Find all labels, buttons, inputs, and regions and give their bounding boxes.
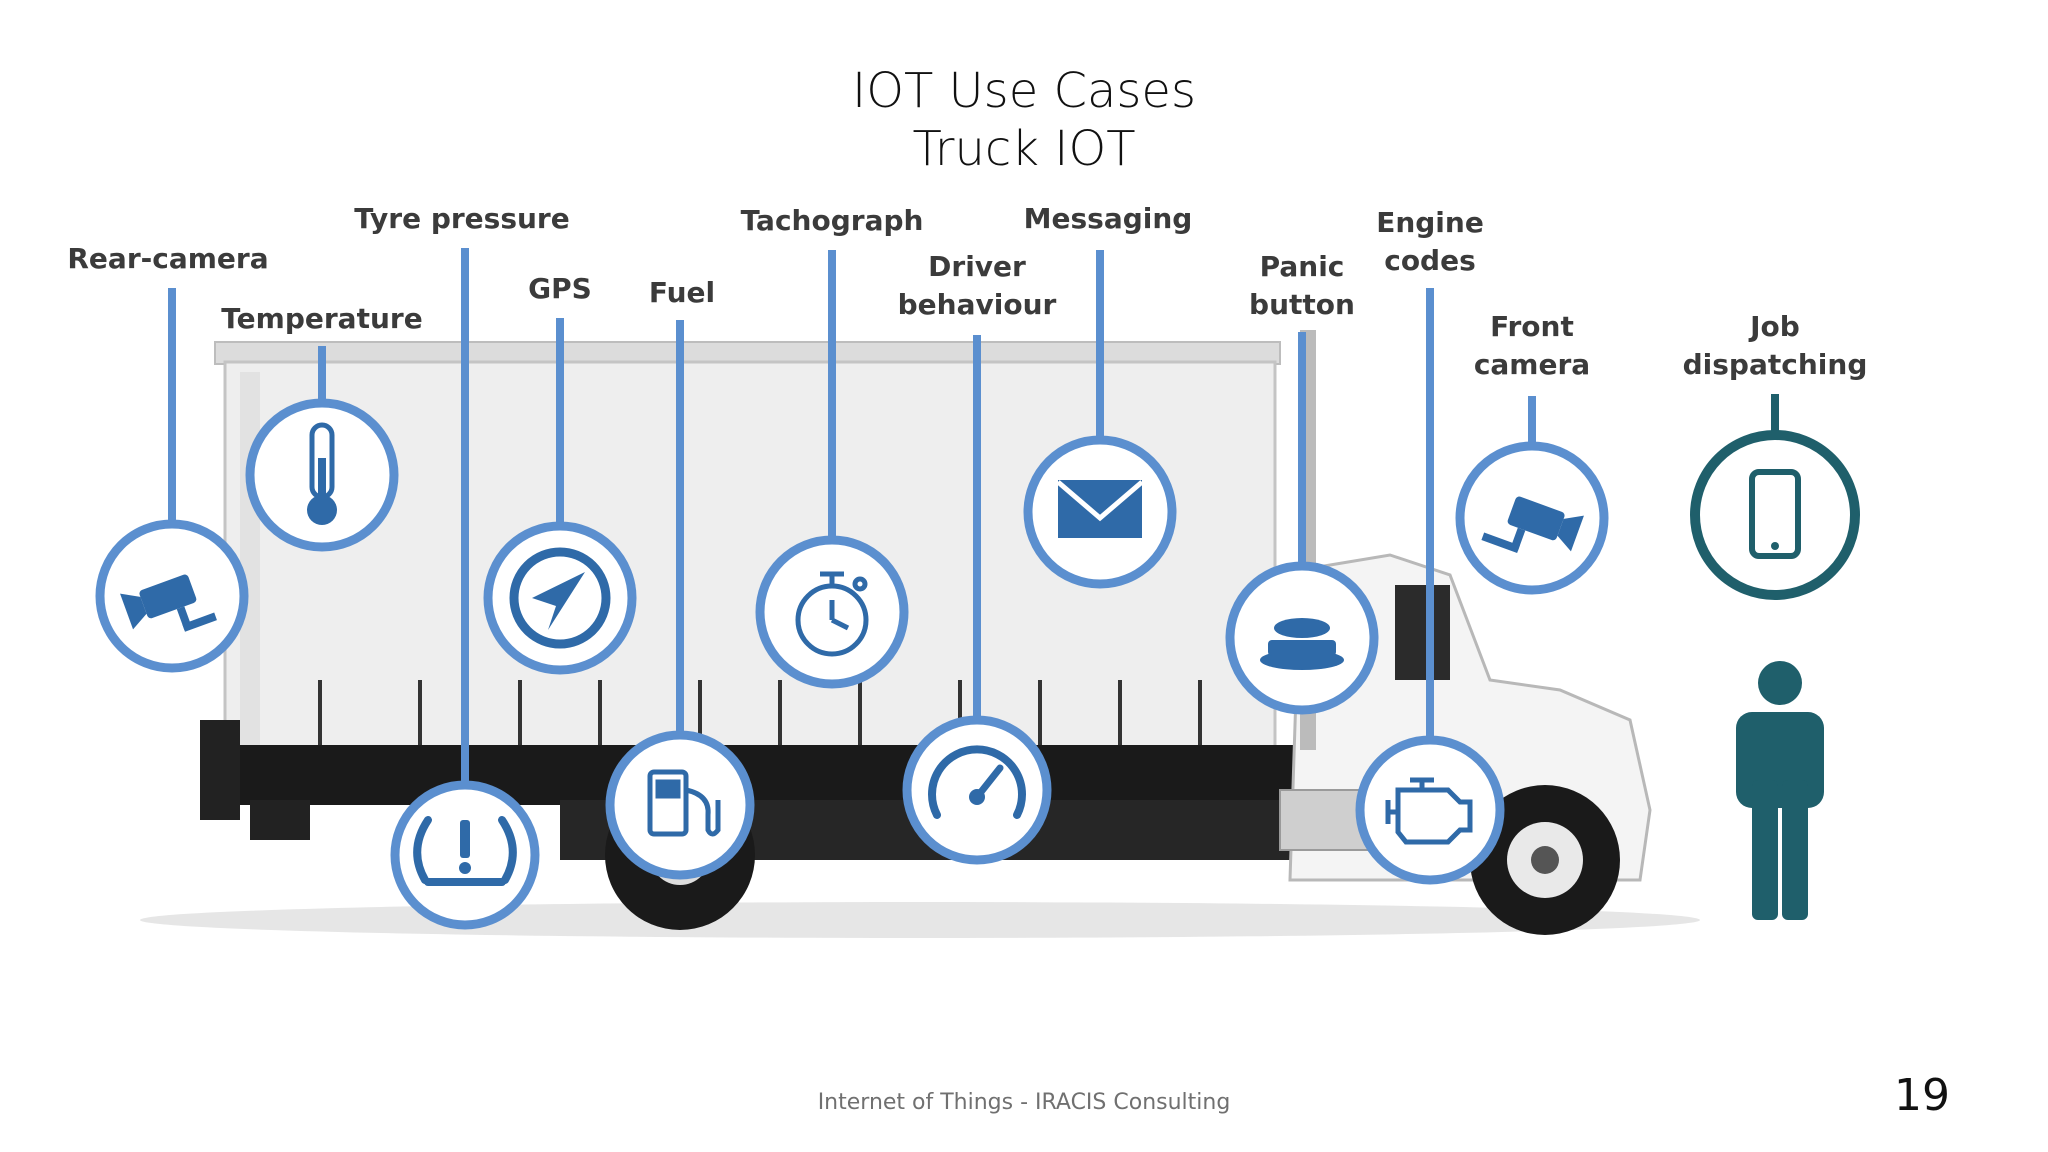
rear-step <box>250 800 310 840</box>
label-driver-behaviour-line1: Driver <box>928 250 1026 283</box>
label-job-dispatching-line1: Job <box>1748 310 1800 343</box>
label-fuel: Fuel <box>649 276 715 309</box>
slide-footer: Internet of Things - IRACIS Consulting <box>817 1090 1231 1115</box>
panic-button-icon <box>1260 618 1344 670</box>
label-rear-camera: Rear-camera <box>67 242 268 275</box>
label-front-camera-line2: camera <box>1474 348 1590 381</box>
title-line-2: Truck IOT <box>912 121 1136 177</box>
front-camera-node <box>1455 441 1609 595</box>
envelope-icon <box>1056 480 1144 538</box>
engine-check-icon <box>1385 777 1473 845</box>
connector-lines <box>168 248 1536 788</box>
label-gps: GPS <box>528 272 592 305</box>
speedometer-icon <box>928 745 1026 819</box>
stopwatch-icon <box>795 571 869 657</box>
page-number: 19 <box>1894 1070 1950 1121</box>
label-messaging: Messaging <box>1024 202 1193 235</box>
video-camera-icon <box>1481 496 1584 554</box>
fuel-pump-icon <box>647 769 721 837</box>
label-tyre-pressure: Tyre pressure <box>354 202 569 235</box>
messaging-node <box>1023 435 1177 589</box>
tachograph-node <box>755 535 909 689</box>
panic-button-node <box>1225 561 1379 715</box>
tyre-pressure-node <box>390 780 540 930</box>
engine-codes-node <box>1355 735 1505 885</box>
tyre-pressure-warning-icon <box>413 816 517 886</box>
gps-navigation-icon <box>509 547 611 649</box>
job-dispatching-node <box>1690 430 1860 600</box>
label-job-dispatching-line2: dispatching <box>1683 348 1868 381</box>
cargo-box-side-strip <box>240 372 260 752</box>
rear-bumper <box>200 720 240 820</box>
feature-labels: Rear-camera Temperature Tyre pressure GP… <box>67 202 1867 381</box>
temperature-node <box>245 398 399 552</box>
cab-window <box>1395 585 1450 680</box>
driver-behaviour-node <box>902 715 1052 865</box>
label-temperature: Temperature <box>221 302 422 335</box>
chassis <box>205 745 1325 805</box>
label-engine-codes-line2: codes <box>1384 244 1476 277</box>
thermometer-icon <box>307 422 337 525</box>
label-tachograph: Tachograph <box>741 204 924 237</box>
label-panic-button-line1: Panic <box>1260 250 1345 283</box>
front-wheel <box>1470 785 1620 935</box>
rear-camera-node <box>95 519 249 673</box>
label-panic-button-line2: button <box>1249 288 1355 321</box>
label-engine-codes-line1: Engine <box>1376 206 1484 239</box>
label-driver-behaviour-line2: behaviour <box>898 288 1057 321</box>
label-front-camera-line1: Front <box>1490 310 1574 343</box>
video-camera-icon <box>120 574 217 632</box>
slide-title: IOT Use Cases Truck IOT <box>0 62 2048 178</box>
gps-node <box>483 521 637 675</box>
ground-shadow <box>140 902 1700 938</box>
fuel-node <box>605 730 755 880</box>
person-icon <box>1736 661 1824 920</box>
smartphone-icon <box>1749 469 1801 559</box>
title-line-1: IOT Use Cases <box>852 63 1196 119</box>
